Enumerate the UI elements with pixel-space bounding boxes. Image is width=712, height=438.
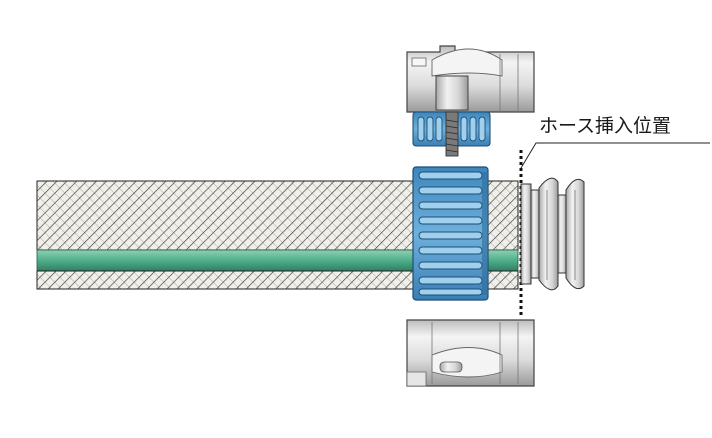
lower-crimp-die <box>406 319 535 387</box>
upper-crimp-die <box>406 45 535 157</box>
fitting-nipple <box>520 177 585 291</box>
ferrule-sleeve <box>412 166 489 301</box>
hose-insertion-position-label: ホース挿入位置 <box>539 115 672 137</box>
callout-leader-line <box>520 142 710 169</box>
